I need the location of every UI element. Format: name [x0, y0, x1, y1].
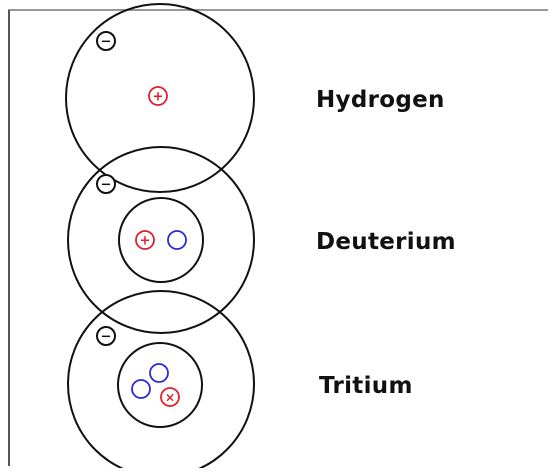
tritium-nucleus-boundary	[117, 342, 203, 428]
hydrogen-proton-symbol: +	[153, 90, 164, 105]
tritium-proton	[160, 387, 180, 407]
hydrogen-proton	[148, 86, 168, 106]
deuterium-electron-symbol: −	[101, 178, 112, 193]
hydrogen-electron-orbit	[65, 3, 255, 193]
deuterium-electron	[96, 174, 116, 194]
tritium-label: Tritium	[319, 373, 413, 399]
tritium-neutron-top	[149, 363, 169, 383]
tritium-electron-symbol: −	[101, 330, 112, 345]
tritium-proton-symbol: ×	[165, 391, 175, 405]
hydrogen-electron-symbol: −	[101, 35, 112, 50]
deuterium-proton	[135, 230, 155, 250]
hydrogen-atom: + −	[65, 3, 255, 193]
deuterium-nucleus-boundary	[118, 197, 204, 283]
deuterium-label: Deuterium	[316, 229, 456, 255]
deuterium-electron-orbit	[67, 146, 255, 334]
deuterium-atom: + −	[67, 146, 255, 334]
tritium-neutron-left	[131, 379, 151, 399]
hydrogen-electron	[96, 31, 116, 51]
tritium-electron	[96, 326, 116, 346]
deuterium-neutron	[167, 230, 187, 250]
deuterium-proton-symbol: +	[140, 234, 151, 249]
hydrogen-label: Hydrogen	[316, 87, 445, 113]
tritium-electron-orbit	[67, 290, 255, 472]
tritium-atom: × −	[67, 290, 255, 472]
